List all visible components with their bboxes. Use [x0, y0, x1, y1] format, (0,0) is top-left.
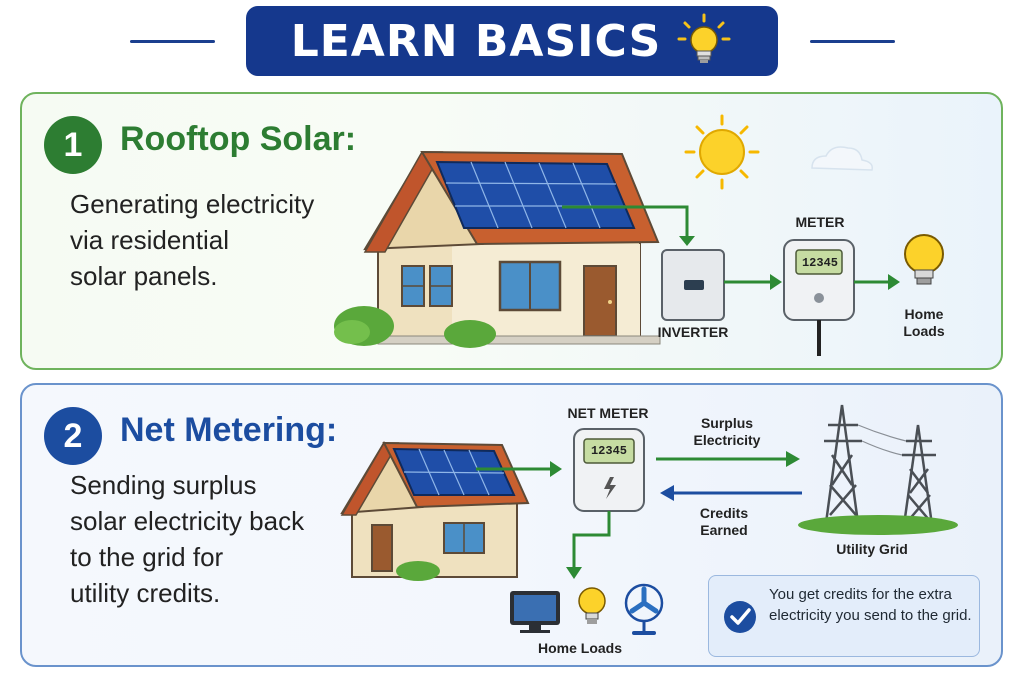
solar-panel-icon: [392, 447, 516, 496]
meter-display: 12345: [801, 256, 838, 270]
surplus-electricity-label: Surplus Electricity: [693, 415, 761, 448]
step-number-2: 2: [44, 407, 102, 465]
meter-icon: [573, 428, 645, 512]
header-banner: LEARN BASICS: [246, 6, 778, 76]
header-rule-left: [130, 40, 215, 43]
sun-icon: [684, 114, 760, 190]
net-metering-illustration: [340, 404, 958, 635]
section2-title: Net Metering:: [120, 411, 338, 449]
cloud-icon: [811, 146, 874, 171]
home-loads-label: Home Loads: [537, 640, 622, 656]
credits-info-callout: You get credits for the extra electricit…: [708, 575, 980, 657]
rooftop-solar-illustration: [334, 114, 944, 356]
house-icon: [340, 441, 530, 581]
house-icon: [334, 150, 661, 348]
home-loads-label: Home Loads: [903, 306, 945, 339]
monitor-icon: [510, 591, 560, 633]
section1-description: Generating electricity via residential s…: [70, 189, 315, 291]
net-meter-display: 12345: [590, 444, 627, 458]
meter-icon: [783, 239, 855, 356]
net-meter-label: NET METER: [567, 405, 649, 421]
checkmark-icon: [724, 601, 756, 633]
section2-description: Sending surplus solar electricity back t…: [70, 470, 305, 608]
section1-title: Rooftop Solar:: [120, 120, 357, 158]
transmission-tower-icon: [824, 404, 936, 526]
fan-icon: [624, 583, 664, 635]
header-rule-right: [810, 40, 895, 43]
solar-panel-icon: [435, 160, 636, 229]
lightbulb-icon: [578, 587, 606, 624]
credits-earned-label: Credits Earned: [699, 505, 749, 538]
inverter-icon: [661, 249, 725, 321]
meter-label: METER: [795, 214, 845, 230]
callout-text: You get credits for the extra electricit…: [769, 586, 972, 624]
lightbulb-icon: [904, 234, 944, 285]
utility-grid-label: Utility Grid: [836, 541, 908, 557]
lightbulb-icon: [677, 13, 731, 63]
page-title: LEARN BASICS: [290, 15, 662, 67]
step-number-1: 1: [44, 116, 102, 174]
net-metering-panel: 2 Net Metering: Sending surplus solar el…: [20, 383, 1003, 667]
rooftop-solar-panel: 1 Rooftop Solar: Generating electricity …: [20, 92, 1003, 370]
inverter-label: INVERTER: [657, 324, 729, 340]
